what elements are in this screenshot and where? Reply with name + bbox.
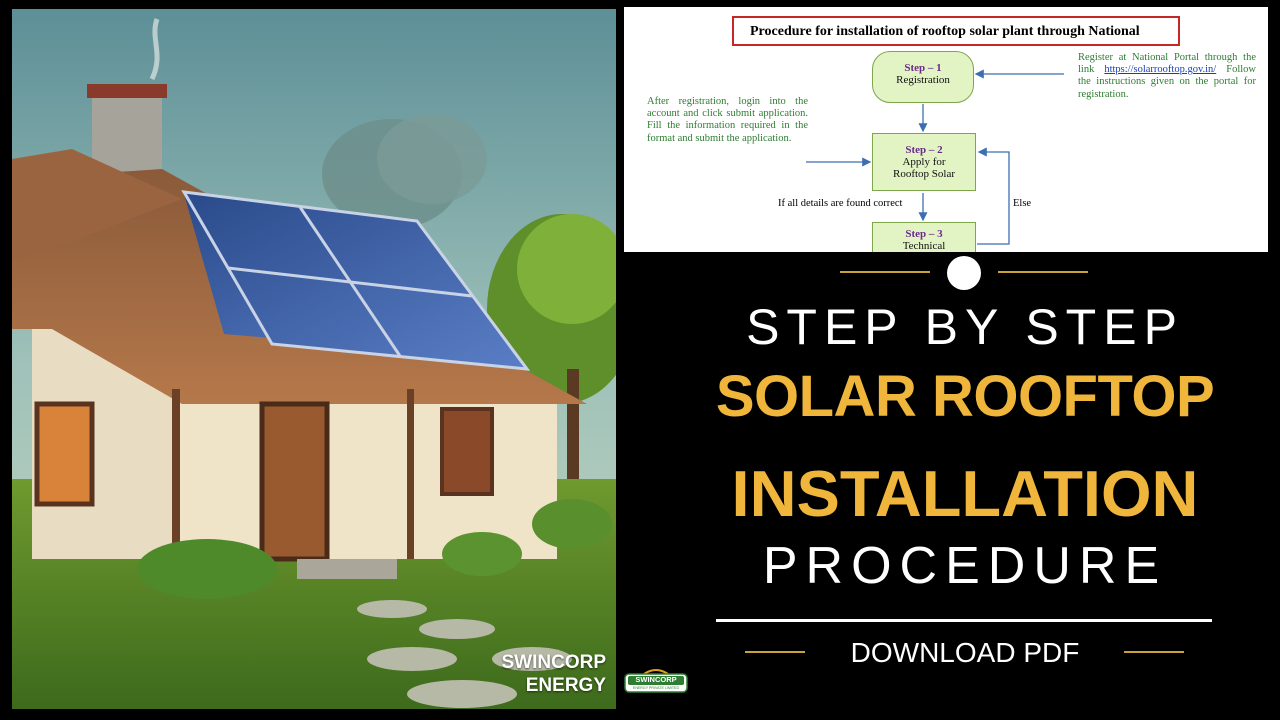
step-1-label: Registration	[896, 74, 950, 86]
step-1-number: Step – 1	[904, 62, 942, 74]
divider-left	[840, 271, 930, 273]
headline-solar-rooftop: SOLAR ROOFTOP	[715, 364, 1215, 429]
step-3-label: Technical	[902, 240, 946, 252]
download-pdf-label[interactable]: DOWNLOAD PDF	[850, 637, 1080, 668]
registration-note-text-a: Register at National Portal through the …	[1078, 52, 1256, 76]
procedure-document-snippet: Procedure for installation of rooftop so…	[624, 7, 1268, 252]
step-1-box: Step – 1 Registration	[872, 51, 974, 103]
step-3-box: Step – 3 Technical	[872, 222, 976, 252]
headline-step-by-step: STEP BY STEP	[746, 299, 1184, 355]
swincorp-logo: SWINCORP ENERGY PRIVATE LIMITED	[624, 668, 688, 694]
photo-brand-text: SWINCORP ENERGY	[502, 651, 607, 697]
download-divider-left	[745, 651, 805, 653]
registration-note: Register at National Portal through the …	[1078, 52, 1256, 101]
registration-note-text-b: Follow the instructions given on the por…	[1078, 64, 1256, 100]
headline-procedure: PROCEDURE	[762, 537, 1168, 595]
step-2-label-line2: Rooftop Solar	[892, 168, 956, 180]
label-else: Else	[1013, 198, 1032, 209]
step-3-number: Step – 3	[905, 228, 943, 240]
brand-line-1: SWINCORP	[501, 652, 607, 673]
decorative-dot	[947, 256, 981, 290]
divider-right	[998, 271, 1088, 273]
brand-line-2: ENERGY	[525, 675, 606, 696]
document-title: Procedure for installation of rooftop so…	[732, 16, 1180, 46]
logo-name: SWINCORP	[635, 675, 677, 684]
headline-underline	[716, 619, 1212, 622]
application-note: After registration, login into the accou…	[647, 96, 808, 144]
step-2-label-line1: Apply for	[902, 156, 946, 168]
headline-installation: INSTALLATION	[731, 457, 1199, 530]
solarrooftop-link[interactable]: https://solarrooftop.gov.in/	[1104, 64, 1217, 76]
step-2-number: Step – 2	[905, 144, 943, 156]
flow-arrows	[806, 69, 1064, 245]
step-2-box: Step – 2 Apply for Rooftop Solar	[872, 133, 976, 191]
label-details-correct: If all details are found correct	[778, 198, 903, 209]
download-divider-right	[1124, 651, 1184, 653]
logo-subtitle: ENERGY PRIVATE LIMITED	[632, 686, 680, 690]
house-solar-illustration: SWINCORP ENERGY	[12, 9, 616, 709]
